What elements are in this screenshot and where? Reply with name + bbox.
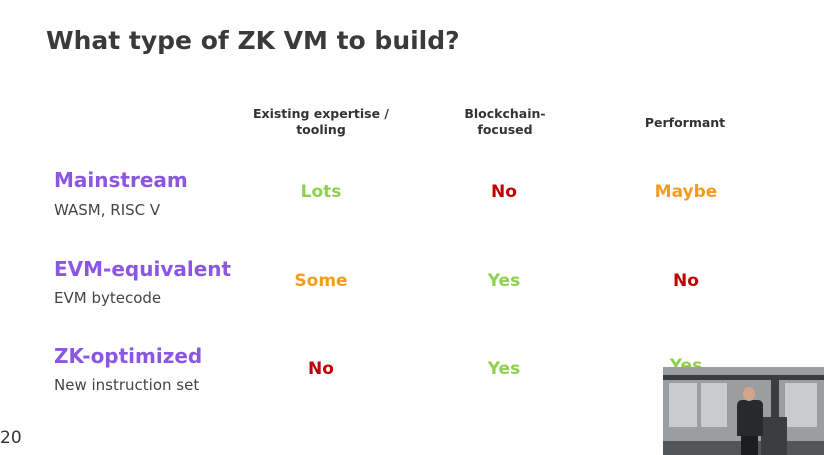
slide-title: What type of ZK VM to build? bbox=[46, 26, 460, 55]
row-title-mainstream: Mainstream bbox=[54, 168, 188, 192]
row-subtitle-mainstream: WASM, RISC V bbox=[54, 201, 161, 219]
presenter-video-overlay bbox=[663, 367, 824, 455]
presenter-body bbox=[737, 400, 763, 436]
column-header-blockchain: Blockchain- focused bbox=[425, 106, 585, 138]
cell-evm-performant: No bbox=[673, 271, 699, 291]
row-subtitle-zk-optimized: New instruction set bbox=[54, 376, 200, 394]
column-header-line: Performant bbox=[644, 115, 726, 130]
cell-zk-expertise: No bbox=[308, 359, 334, 379]
video-pillar bbox=[771, 375, 779, 445]
column-header-expertise: Existing expertise / tooling bbox=[241, 106, 401, 138]
presenter-head bbox=[743, 387, 755, 401]
cell-mainstream-performant: Maybe bbox=[654, 182, 718, 202]
cell-evm-expertise: Some bbox=[294, 271, 348, 291]
cell-evm-blockchain: Yes bbox=[487, 271, 521, 291]
column-header-line: Blockchain- bbox=[464, 106, 546, 121]
row-title-zk-optimized: ZK-optimized bbox=[54, 344, 203, 368]
page-number: 20 bbox=[0, 428, 22, 448]
video-window-pane bbox=[669, 383, 697, 427]
column-header-line: focused bbox=[477, 122, 533, 137]
column-header-performant: Performant bbox=[605, 115, 765, 131]
video-window-pane bbox=[785, 383, 817, 427]
column-header-line: Existing expertise / bbox=[252, 106, 389, 121]
video-ceiling-beam bbox=[663, 375, 824, 380]
row-title-evm-equivalent: EVM-equivalent bbox=[54, 257, 232, 281]
video-lectern bbox=[761, 417, 787, 455]
column-header-line: tooling bbox=[296, 122, 346, 137]
presenter-legs bbox=[741, 433, 758, 455]
video-window-pane bbox=[701, 383, 727, 427]
cell-mainstream-blockchain: No bbox=[491, 182, 517, 202]
cell-mainstream-expertise: Lots bbox=[300, 182, 342, 202]
row-subtitle-evm-equivalent: EVM bytecode bbox=[54, 289, 162, 307]
cell-zk-blockchain: Yes bbox=[487, 359, 521, 379]
